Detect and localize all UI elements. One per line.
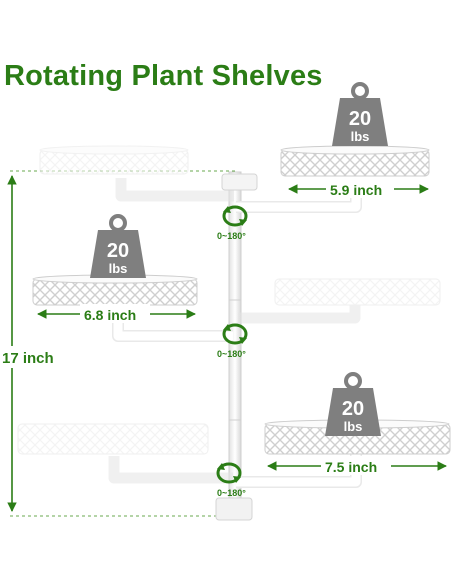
width-dimension-top: 5.9 inch	[288, 180, 429, 198]
central-pole	[215, 171, 258, 521]
weight-badge-bottom: 20 lbs	[325, 372, 381, 436]
rotation-label: 0~180°	[217, 488, 246, 498]
weight-unit: lbs	[109, 261, 128, 276]
weight-unit: lbs	[344, 419, 363, 434]
weight-value: 20	[342, 398, 364, 420]
shelf-top-left-faded	[39, 145, 234, 202]
weight-value: 20	[349, 108, 371, 130]
shelf-bottom-left-faded	[17, 423, 233, 484]
rotation-label: 0~180°	[217, 231, 246, 241]
width-dimension-bottom: 7.5 inch	[267, 456, 447, 475]
width-label-middle: 6.8 inch	[84, 307, 136, 323]
weight-icon	[90, 214, 146, 278]
width-label-bottom: 7.5 inch	[325, 459, 377, 475]
height-label: 17 inch	[2, 350, 54, 367]
weight-icon	[332, 82, 388, 146]
rotation-indicator-middle: 0~180°	[217, 323, 248, 359]
shelf-middle-right-faded	[238, 278, 441, 324]
weight-unit: lbs	[351, 129, 370, 144]
shelf-bottom-right	[236, 419, 451, 488]
weight-badge-middle: 20 lbs	[90, 214, 146, 278]
rotation-indicator-top: 0~180°	[217, 205, 248, 241]
rotation-label: 0~180°	[217, 349, 246, 359]
weight-icon	[325, 372, 381, 436]
rotate-arrows-icon	[216, 462, 242, 484]
weight-value: 20	[107, 240, 129, 262]
rotation-indicator-bottom: 0~180°	[216, 462, 246, 498]
width-dimension-middle: 6.8 inch	[37, 304, 196, 323]
page-title: Rotating Plant Shelves	[4, 60, 323, 92]
weight-badge-top: 20 lbs	[332, 82, 388, 146]
rotate-arrows-icon	[222, 205, 248, 227]
rotate-arrows-icon	[222, 323, 248, 345]
width-label-top: 5.9 inch	[330, 182, 382, 198]
